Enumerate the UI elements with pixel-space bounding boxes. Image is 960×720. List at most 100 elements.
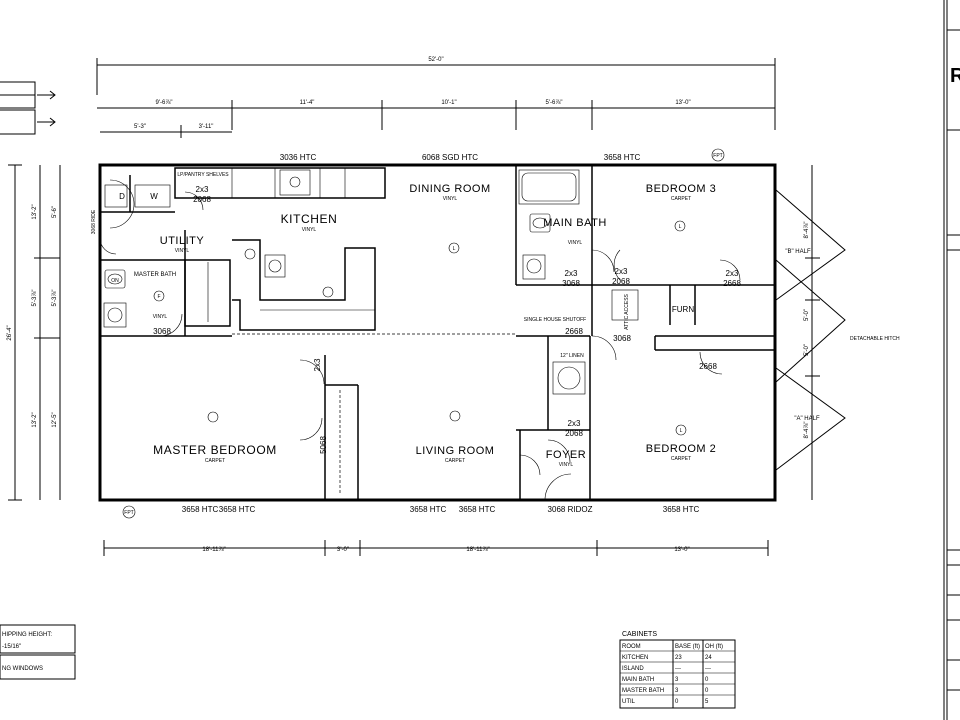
fpt-marker [122, 505, 136, 519]
door-2x3-foyer: 2x3 [568, 419, 581, 428]
cabinets-title: CABINETS [622, 631, 657, 638]
fpt-label: FPT [124, 510, 133, 516]
light-marker [449, 410, 461, 422]
master-bedroom-finish: CARPET [205, 458, 225, 464]
kitchen-label: KITCHEN [281, 212, 338, 226]
window-3658-htc-3: 3658 HTC [410, 505, 447, 514]
door-2x3-bed3b: 2x3 [726, 269, 739, 278]
top-dimensions: 52'-0" 9'-6⅞" 11'-4" 10'-1" 5'-6⅞" 13'-0… [96, 57, 776, 138]
table-cell: 0 [675, 699, 679, 705]
interior-walls [100, 165, 775, 500]
light-marker [448, 242, 460, 254]
fpt-marker [711, 148, 725, 162]
window-3658-htc-4: 3658 HTC [459, 505, 496, 514]
table-header-cell: ROOM [622, 644, 641, 650]
shipping-height-label: HIPPING HEIGHT: [2, 632, 52, 638]
right-dim-4: 8'-4⅞" [804, 422, 810, 439]
shutoff-label: SINGLE HOUSE SHUTOFF [524, 317, 586, 323]
bedroom2-label: BEDROOM 2 [646, 443, 717, 455]
top-dim-3: 10'-1" [441, 100, 456, 106]
master-bath-label: MASTER BATH [134, 272, 176, 278]
light-marker [674, 220, 686, 232]
right-dim-2: 5'-0" [804, 309, 810, 321]
left-dim-1: 13'-2" [32, 204, 38, 219]
top-dim-1: 9'-6⅞" [156, 100, 173, 106]
door-3068-mainbath: 3068 [562, 279, 580, 288]
light-f: F [157, 294, 160, 300]
callouts: 3036 HTC 6068 SGD HTC 3658 HTC 3658 HTC … [91, 153, 741, 514]
left-dim-2: 5'-3⅞" [32, 290, 38, 307]
door-2068-foyer: 2068 [565, 429, 583, 438]
window-3658-htc-1: 3658 HTC [182, 505, 219, 514]
light-markers: FPT FPT L L L F [122, 148, 725, 519]
door-6068-sgd: 6068 SGD HTC [422, 153, 478, 162]
fpt-label-2: FPT [713, 153, 722, 159]
left-dim-3: 13'-2" [32, 412, 38, 427]
overall-width-dim: 52'-0" [428, 57, 443, 63]
door-2668-bed2: 2668 [699, 362, 717, 371]
room-labels: KITCHEN VINYL DINING ROOM VINYL UTILITY … [134, 183, 716, 468]
windows-note: NG WINDOWS [2, 666, 43, 672]
main-bath-label: MAIN BATH [543, 217, 607, 229]
right-dimensions: 8'-4⅞" 5'-0" 5'-0" 8'-4⅞" "B" HALF "A" H… [775, 165, 900, 500]
top-dim-2: 11'-4" [300, 100, 315, 106]
door-2x3-mainbath: 2x3 [565, 269, 578, 278]
dining-label: DINING ROOM [409, 183, 490, 195]
bottom-dim-4: 13'-0" [674, 547, 689, 553]
right-dim-3: 5'-0" [804, 344, 810, 356]
table-cell: 0 [705, 677, 709, 683]
top-dim-4: 5'-6⅞" [546, 100, 563, 106]
shipping-legend: HIPPING HEIGHT: -15/16" NG WINDOWS [0, 624, 76, 680]
kitchen-finish: VINYL [302, 227, 317, 233]
left-dimensions: 26'-4" 13'-2" 5'-3⅞" 13'-2" 5'-6" 5'-3⅞"… [7, 164, 61, 501]
table-cell: ISLAND [622, 666, 644, 672]
title-block-letter: R [950, 65, 960, 87]
table-cell: 3 [675, 677, 679, 683]
fixtures [103, 169, 551, 328]
table-cell: UTIL [622, 699, 636, 705]
living-room-label: LIVING ROOM [416, 445, 495, 457]
furn-label: FURN [672, 305, 694, 314]
a-half-label: "A" HALF [794, 416, 820, 422]
light-l: L [453, 246, 456, 252]
table-header-cell: BASE (ft) [675, 644, 700, 650]
door-2x3-bed3a: 2x3 [615, 267, 628, 276]
door-2x3-closet: 2x3 [313, 358, 322, 371]
door-3068-ridoz: 3068 RIDOZ [548, 505, 593, 514]
window-3658-htc-2: 3658 HTC [219, 505, 256, 514]
table-cell: MAIN BATH [622, 677, 654, 683]
master-bedroom-label: MASTER BEDROOM [153, 443, 277, 457]
table-header-cell: OH (ft) [705, 644, 723, 650]
attic-access-label: ATTIC ACCESS [624, 293, 630, 329]
light-marker [153, 290, 165, 302]
exterior-walls [98, 163, 777, 502]
light-marker [322, 286, 334, 298]
dining-finish: VINYL [443, 196, 458, 202]
table-cell: KITCHEN [622, 655, 648, 661]
top-dim-6: 5'-3" [134, 124, 146, 130]
washer-label: W [150, 192, 158, 201]
door-2068-bed3a: 2068 [612, 277, 630, 286]
left-overall-dim: 26'-4" [7, 325, 13, 340]
door-3068-ride: 3068 RIDE [91, 209, 97, 234]
top-dim-5: 13'-0" [675, 100, 690, 106]
table-cell: 0 [705, 688, 709, 694]
main-bath-finish: VINYL [568, 240, 583, 246]
table-cell: --- [705, 666, 711, 672]
window-3036-htc: 3036 HTC [280, 153, 317, 162]
light-marker [675, 424, 687, 436]
left-inner-dim-3: 12'-5" [52, 412, 58, 427]
bedroom3-label: BEDROOM 3 [646, 183, 717, 195]
foyer-label: FOYER [546, 449, 586, 461]
utility-label: UTILITY [160, 235, 205, 247]
door-2068-utility: 2068 [193, 195, 211, 204]
window-3658-htc-top: 3658 HTC [604, 153, 641, 162]
door-2668-hall: 2668 [565, 327, 583, 336]
dryer-label: D [119, 192, 125, 201]
left-inner-dim-2: 5'-3⅞" [52, 290, 58, 307]
bottom-dim-3: 18'-11⅞" [466, 547, 489, 553]
light-marker [207, 411, 219, 423]
